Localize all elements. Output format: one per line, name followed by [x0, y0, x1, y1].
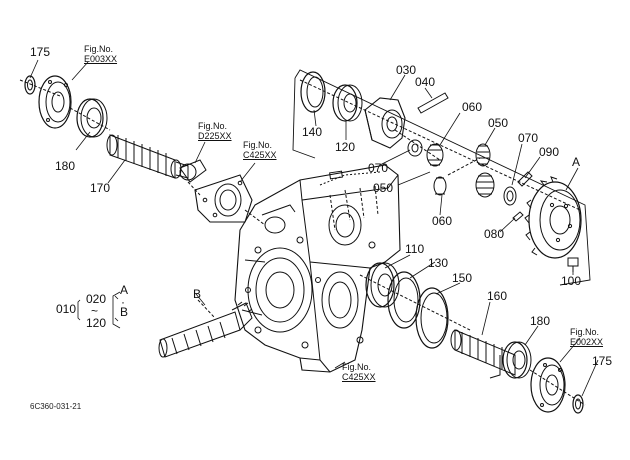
legend-b: B [120, 305, 129, 319]
fig-ref-e003-title: Fig.No. [84, 44, 114, 54]
leader-lines [29, 59, 599, 397]
part-label-130[interactable]: 130 [428, 256, 449, 270]
part-label-150[interactable]: 150 [452, 271, 473, 285]
part-label-175[interactable]: 175 [30, 45, 51, 59]
fig-ref-d225[interactable]: Fig.No. D225XX [198, 121, 232, 141]
fig-ref-e002-title: Fig.No. [570, 327, 600, 337]
part-label-060[interactable]: 060 [462, 100, 483, 114]
drawing-code: 6C360-031-21 [30, 402, 82, 411]
part-label-160[interactable]: 160 [487, 289, 508, 303]
part-label-170[interactable]: 170 [90, 181, 111, 195]
fig-ref-e003[interactable]: Fig.No. E003XX [84, 44, 117, 64]
part-label-080[interactable]: 080 [484, 227, 505, 241]
part-label-030[interactable]: 030 [396, 63, 417, 77]
part-label-180-lower[interactable]: 180 [530, 314, 551, 328]
fig-ref-e002[interactable]: Fig.No. E002XX [570, 327, 603, 347]
part-label-180[interactable]: 180 [55, 159, 76, 173]
part-label-040[interactable]: 040 [415, 75, 436, 89]
marker-a-top: A [572, 155, 581, 169]
lower-right-shaft-group [359, 262, 586, 414]
fig-ref-c425-lower-title: Fig.No. [342, 362, 372, 372]
fig-ref-e002-code[interactable]: E002XX [570, 337, 604, 347]
transmission-case [234, 164, 401, 373]
part-label-060-lower[interactable]: 060 [432, 214, 453, 228]
fig-ref-c425-upper[interactable]: Fig.No. C425XX [243, 140, 277, 160]
fig-ref-c425-upper-code[interactable]: C425XX [243, 150, 277, 160]
left-shaft-group [19, 75, 266, 226]
fig-ref-e003-code[interactable]: E003XX [84, 54, 118, 64]
fig-ref-d225-title: Fig.No. [198, 121, 228, 131]
part-label-140[interactable]: 140 [302, 125, 323, 139]
part-label-070[interactable]: 070 [518, 131, 539, 145]
fig-ref-c425-lower[interactable]: Fig.No. C425XX [342, 362, 376, 382]
marker-b: B [193, 287, 202, 301]
legend-part-010: 010 [56, 302, 77, 316]
legend-from-020: 020 [86, 292, 107, 306]
legend-dot: · [121, 295, 125, 309]
part-label-120[interactable]: 120 [335, 140, 356, 154]
part-label-110[interactable]: 110 [405, 242, 425, 256]
part-label-050-lower[interactable]: 050 [373, 181, 394, 195]
part-label-050[interactable]: 050 [488, 116, 509, 130]
fig-ref-c425-upper-title: Fig.No. [243, 140, 273, 150]
fig-ref-c425-lower-code[interactable]: C425XX [342, 372, 376, 382]
pinion-shaft-b [158, 299, 253, 358]
legend-to-120: 120 [86, 316, 107, 330]
part-label-070-lower[interactable]: 070 [368, 161, 389, 175]
part-label-100[interactable]: 100 [561, 274, 582, 288]
fig-ref-d225-code[interactable]: D225XX [198, 131, 232, 141]
part-label-090[interactable]: 090 [539, 145, 560, 159]
differential-group [292, 69, 591, 286]
part-label-175-lower[interactable]: 175 [592, 354, 613, 368]
legend-tilde: ~ [91, 304, 99, 318]
legend-a: A [120, 283, 129, 297]
